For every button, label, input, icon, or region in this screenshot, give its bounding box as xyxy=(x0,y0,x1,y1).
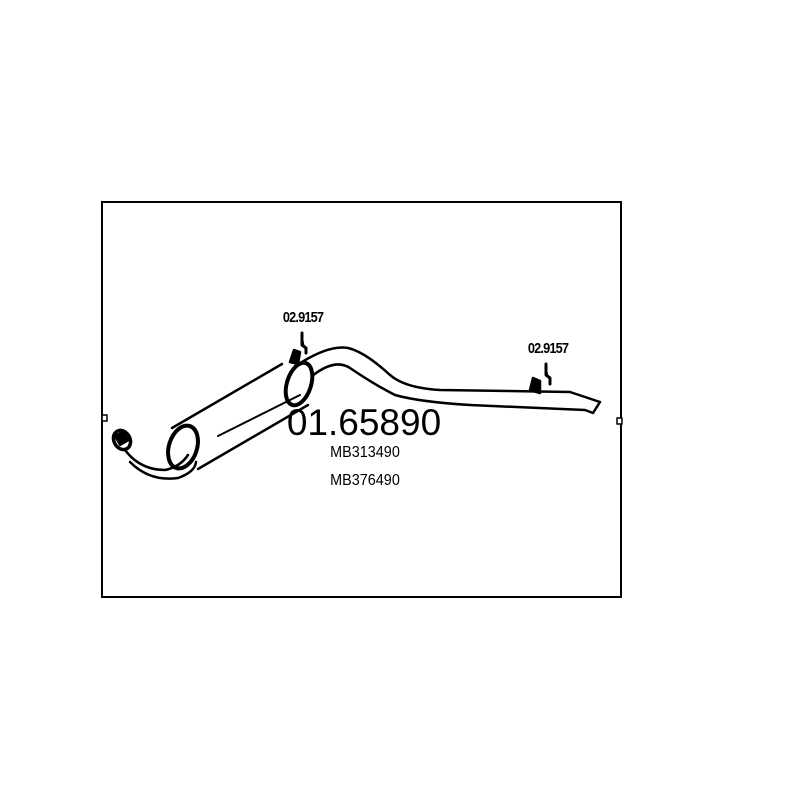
silencer xyxy=(166,360,315,471)
oe-reference: MB376490 xyxy=(330,472,400,489)
hanger-icon xyxy=(288,331,552,395)
oe-reference: MB313490 xyxy=(330,444,400,461)
tail-pipe xyxy=(300,346,602,415)
frame-marker-left xyxy=(101,414,108,422)
part-number: 01.65890 xyxy=(286,402,442,443)
bracket-label: 02.9157 xyxy=(282,309,324,326)
bracket-label: 02.9157 xyxy=(527,340,569,357)
frame-marker-right xyxy=(616,417,623,425)
inlet-pipe xyxy=(111,428,198,480)
diagram-frame xyxy=(101,201,622,598)
